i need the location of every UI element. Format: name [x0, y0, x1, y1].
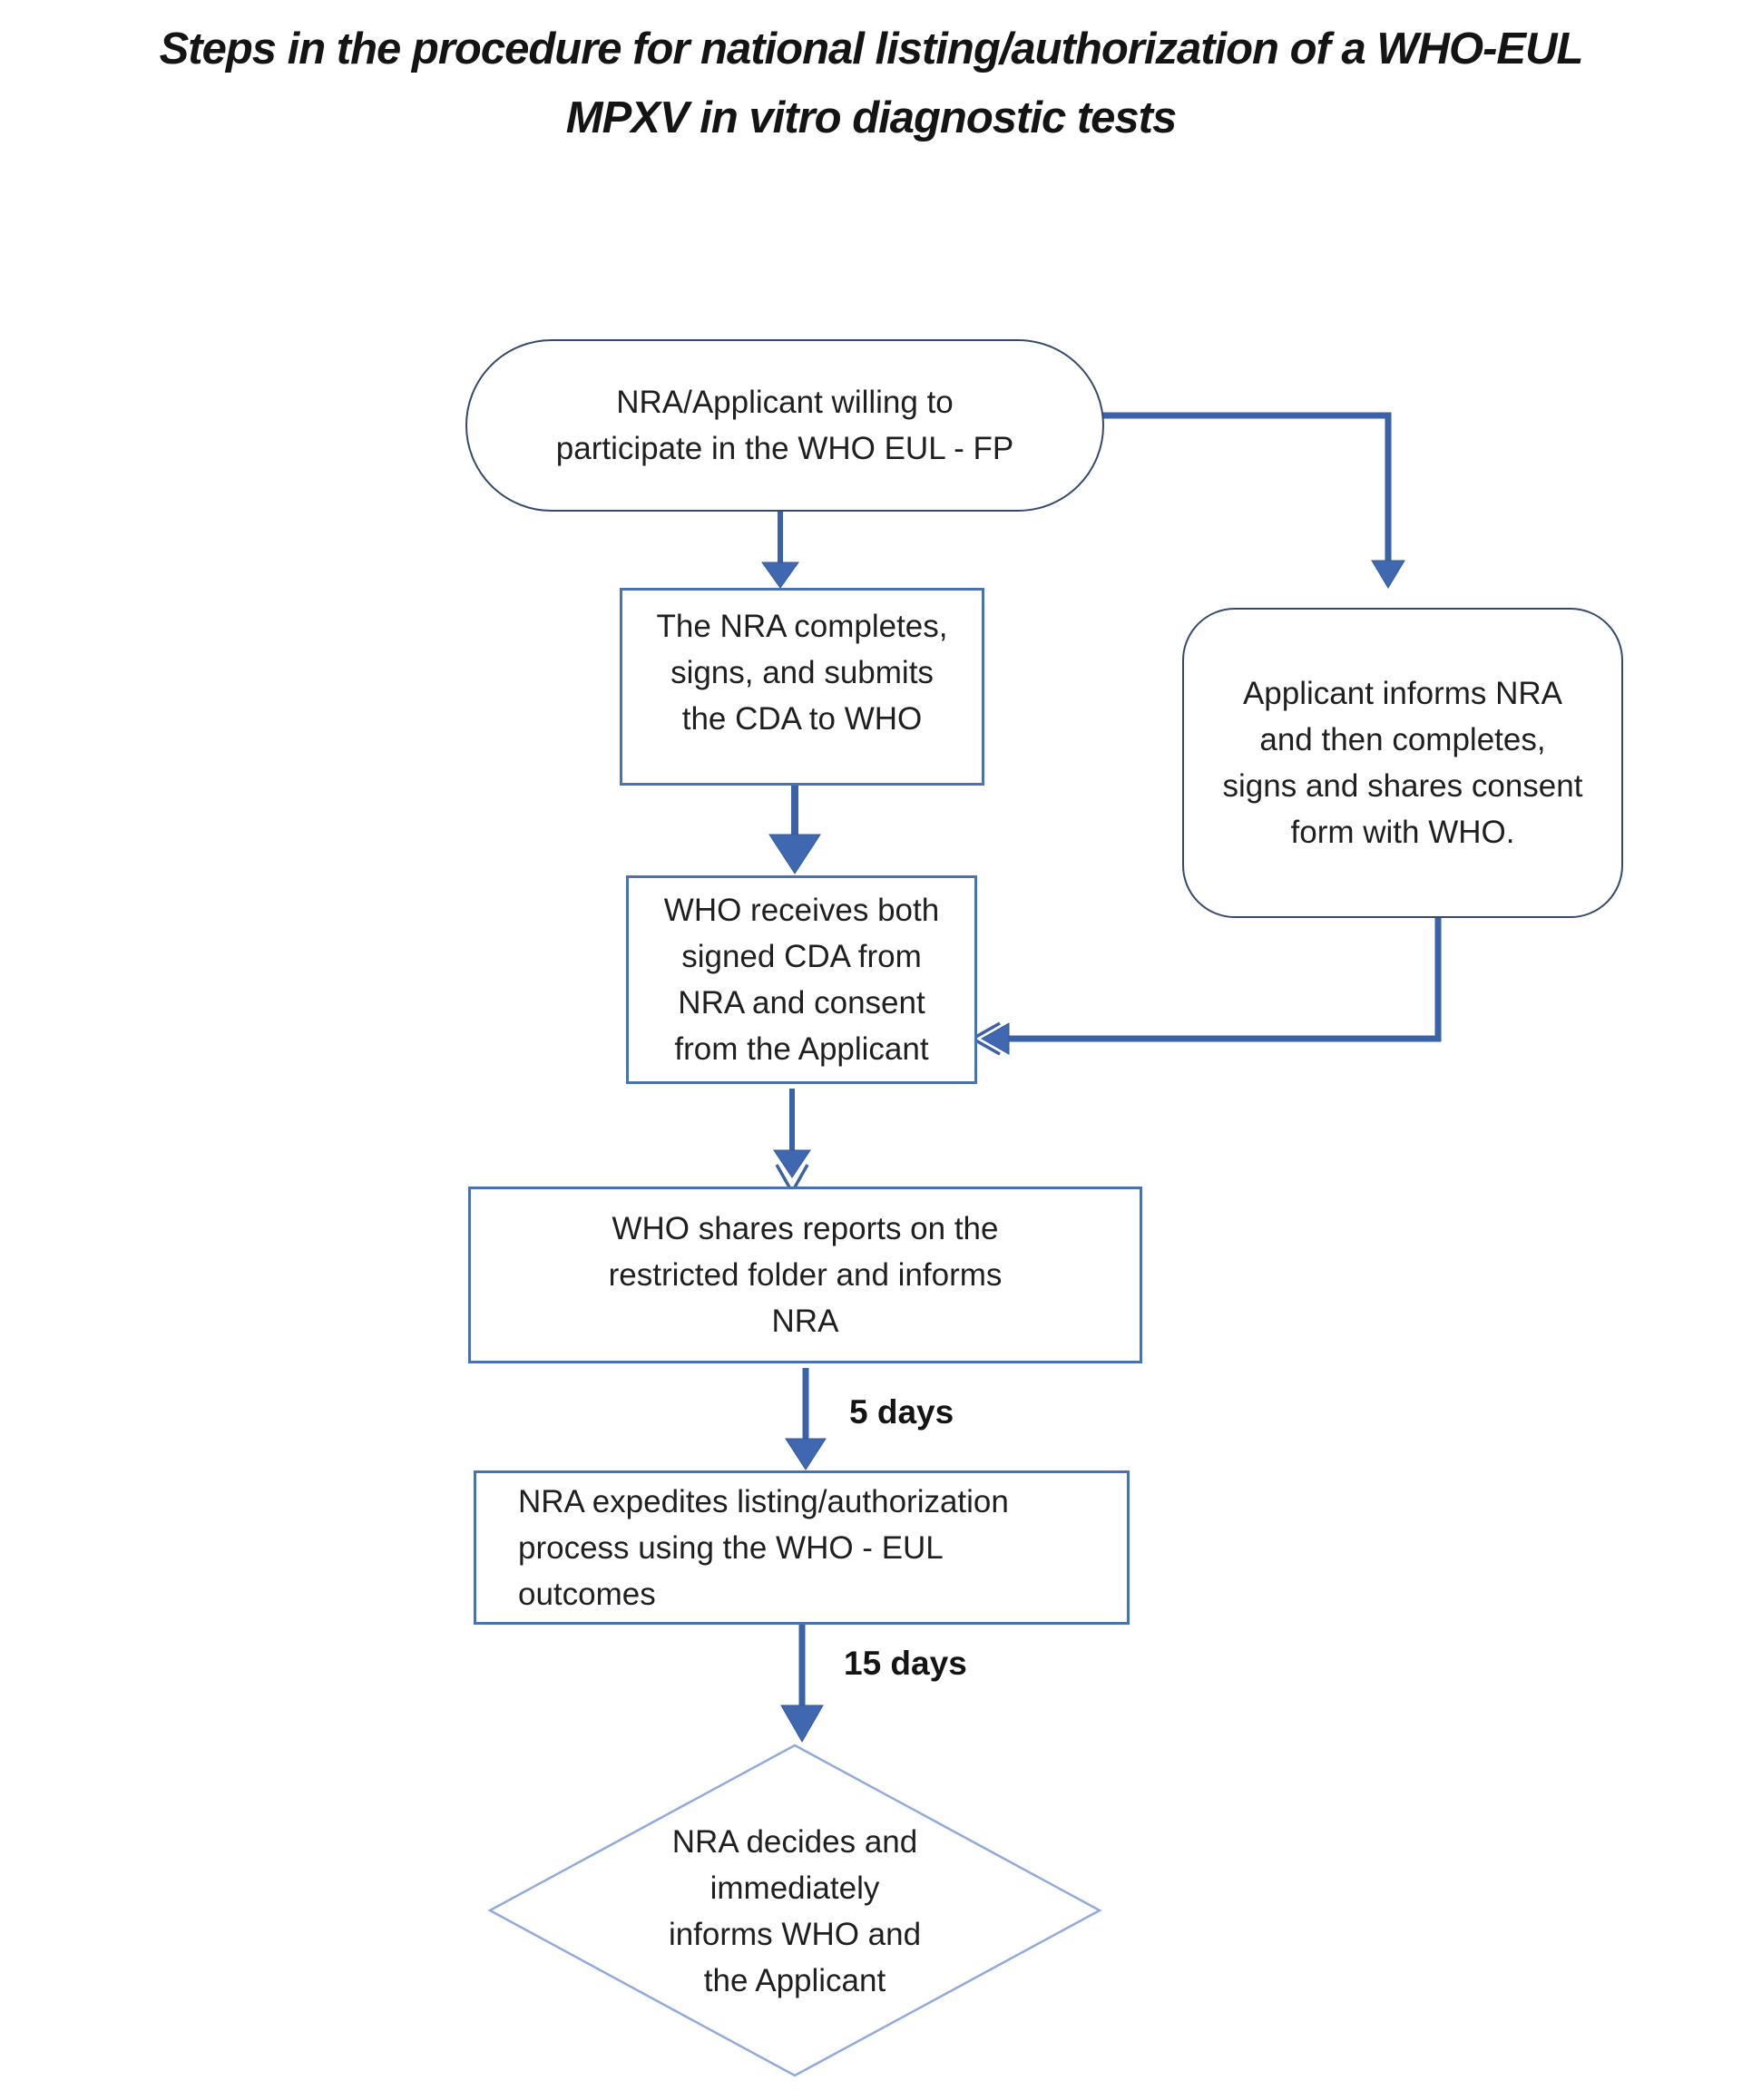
node-start-oval: NRA/Applicant willing to participate in …	[465, 339, 1104, 512]
arrow-nra-cda-to-who-receives	[768, 771, 821, 874]
node-nra-expedites: NRA expedites listing/authorization proc…	[474, 1470, 1130, 1625]
arrow-applicant-consent-to-who-receives	[969, 909, 1442, 1056]
node-nra-completes-cda-text: The NRA completes, signs, and submits th…	[656, 609, 948, 737]
arrow-start-to-applicant-consent	[1099, 412, 1405, 589]
node-nra-completes-cda: The NRA completes, signs, and submits th…	[620, 588, 984, 786]
node-start-oval-text: NRA/Applicant willing to participate in …	[555, 385, 1014, 466]
node-who-receives: WHO receives both signed CDA from NRA an…	[626, 875, 977, 1084]
arrow-who-shares-to-nra-expedites	[785, 1368, 827, 1470]
page-title: Steps in the procedure for national list…	[159, 24, 1584, 142]
node-nra-decides: NRA decides and immediately informs WHO …	[586, 1816, 1003, 2007]
node-nra-expedites-text: NRA expedites listing/authorization proc…	[518, 1483, 1009, 1612]
edge-label-5-days: 5 days	[849, 1393, 954, 1431]
edge-label-15-days: 15 days	[844, 1645, 967, 1682]
node-who-shares-reports-text: WHO shares reports on the restricted fol…	[608, 1211, 1003, 1339]
node-applicant-consent: Applicant informs NRA and then completes…	[1182, 608, 1623, 918]
arrow-who-receives-to-who-shares	[773, 1089, 811, 1196]
node-nra-decides-text: NRA decides and immediately informs WHO …	[668, 1824, 922, 1998]
node-who-shares-reports: WHO shares reports on the restricted fol…	[468, 1187, 1142, 1363]
node-applicant-consent-text: Applicant informs NRA and then completes…	[1222, 676, 1583, 850]
node-who-receives-text: WHO receives both signed CDA from NRA an…	[663, 893, 940, 1067]
arrow-start-to-nra-cda	[761, 504, 799, 589]
arrow-nra-expedites-to-decision	[780, 1620, 824, 1743]
